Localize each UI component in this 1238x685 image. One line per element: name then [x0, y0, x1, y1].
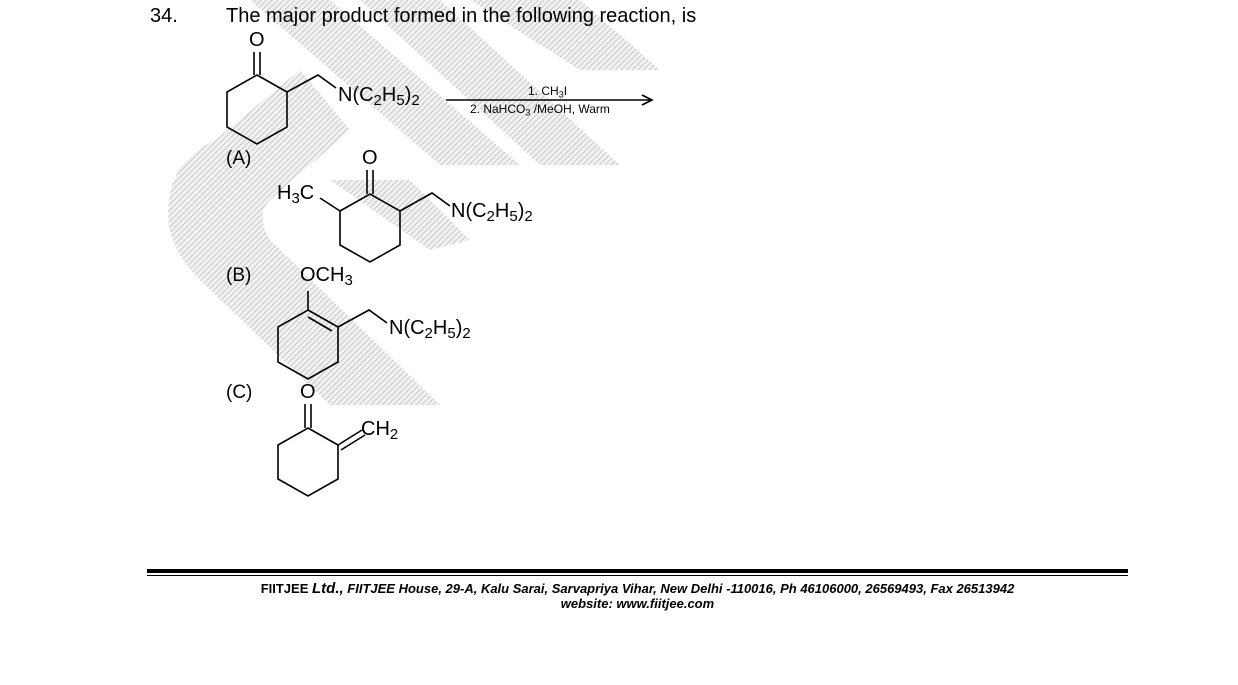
option-b-label: (B) [226, 265, 252, 286]
option-c-ring [277, 427, 339, 497]
option-a-methyl-bond [319, 197, 341, 212]
option-c-methylene-label: CH2 [361, 418, 399, 443]
option-c-oxygen-label: O [300, 381, 316, 403]
option-b-double-bond [307, 316, 333, 332]
question-number: 34. [150, 5, 178, 27]
watermark-bar-2 [360, 0, 620, 165]
option-a-side-chain [399, 192, 451, 212]
option-a-methyl-label: H3C [277, 182, 315, 207]
reaction-arrowhead [641, 94, 654, 106]
option-c-label: (C) [226, 382, 253, 403]
footer-website: website: www.fiitjee.com [560, 596, 715, 611]
watermark-bar-3 [470, 0, 660, 70]
reactant-ring [226, 74, 288, 145]
footer-brand: FIITJEE [260, 581, 309, 596]
option-a-amine-label: N(C2H5)2 [451, 200, 533, 225]
question-text: The major product formed in the followin… [226, 5, 697, 27]
option-c-exo-a [337, 429, 363, 446]
option-b-methoxy-label: OCH3 [300, 264, 353, 289]
footer-rule-thin [147, 575, 1128, 576]
footer-address-line: FIITJEE Ltd., FIITJEE House, 29-A, Kalu … [0, 580, 1238, 597]
reagent-2-label: 2. NaHCO3 /MeOH, Warm [470, 102, 610, 118]
reagent-1-label: 1. CH3I [528, 84, 568, 100]
option-b-ring [277, 309, 339, 380]
watermark-bar-1 [250, 0, 520, 165]
option-a-label: (A) [226, 148, 252, 169]
footer-ltd: Ltd., [312, 580, 344, 597]
reactant-oxygen-label: O [249, 29, 265, 51]
option-a-oxygen-label: O [362, 147, 378, 169]
option-a-ring [339, 193, 401, 263]
watermark-swoosh [168, 70, 440, 405]
option-b-amine-label: N(C2H5)2 [389, 317, 471, 342]
footer-rule-thick [147, 569, 1128, 573]
option-b-side-chain [337, 309, 388, 328]
reactant-side-chain [286, 74, 337, 93]
footer-address: FIITJEE House, 29-A, Kalu Sarai, Sarvapr… [347, 581, 1015, 596]
option-c-exo-b [340, 434, 366, 451]
reactant-amine-label: N(C2H5)2 [338, 84, 420, 109]
